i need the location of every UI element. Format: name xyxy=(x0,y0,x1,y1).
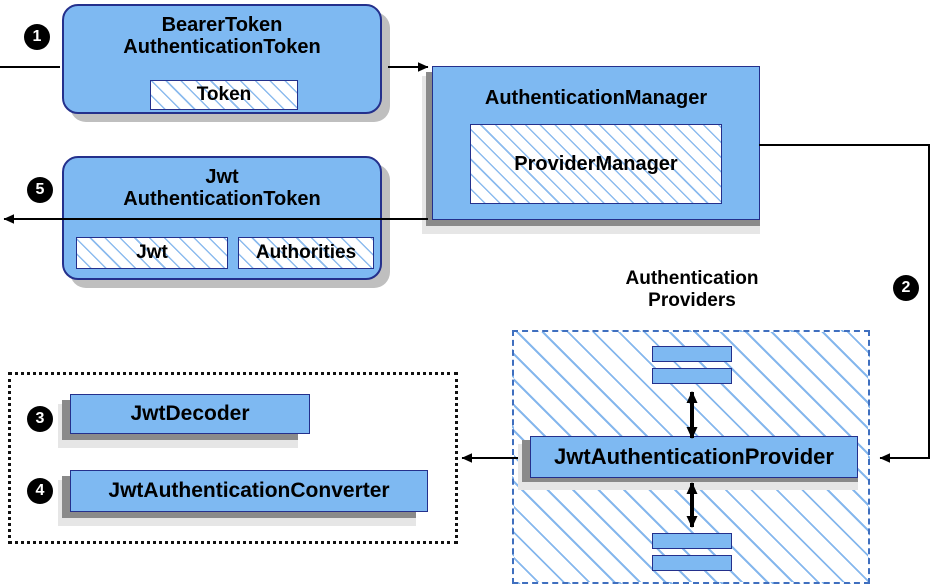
provider-stub-top-2 xyxy=(652,368,732,384)
provider-stub-bottom-1 xyxy=(652,533,732,549)
jwt-label: Jwt xyxy=(136,242,168,263)
authorities-label: Authorities xyxy=(255,242,357,263)
group-label-line2: Providers xyxy=(648,289,736,311)
step-badge-5: 5 xyxy=(27,177,53,203)
jwt-authentication-converter-title: JwtAuthenticationConverter xyxy=(108,479,390,503)
jwt-token-title-line2: AuthenticationToken xyxy=(123,188,321,211)
step-badge-2-label: 2 xyxy=(901,279,911,296)
bearer-token-title-line2: AuthenticationToken xyxy=(123,36,321,59)
jwt-token-inner-jwt: Jwt xyxy=(76,237,228,269)
step-badge-3: 3 xyxy=(27,406,53,432)
step-badge-5-label: 5 xyxy=(35,181,45,198)
step-badge-3-label: 3 xyxy=(35,410,45,427)
bearer-token-inner-token: Token xyxy=(150,80,298,110)
jwt-token-inner-authorities: Authorities xyxy=(238,237,374,269)
jwt-decoder-title: JwtDecoder xyxy=(130,402,250,426)
provider-stub-top-1 xyxy=(652,346,732,362)
provider-manager-inner: ProviderManager xyxy=(470,124,722,204)
bearer-token-title-line1: BearerToken xyxy=(161,14,283,36)
step-badge-1-label: 1 xyxy=(32,28,42,45)
jwt-authentication-converter-card[interactable]: JwtAuthenticationConverter xyxy=(70,470,428,512)
step-badge-4-label: 4 xyxy=(35,482,45,499)
authentication-manager-title: AuthenticationManager xyxy=(484,87,708,109)
provider-manager-label: ProviderManager xyxy=(514,152,678,175)
step-badge-1: 1 xyxy=(24,24,50,50)
jwt-decoder-card[interactable]: JwtDecoder xyxy=(70,394,310,434)
step-badge-2: 2 xyxy=(893,275,919,301)
jwt-support-group xyxy=(8,372,458,544)
token-label: Token xyxy=(196,84,252,105)
authentication-providers-label: Authentication Providers xyxy=(577,268,807,312)
provider-stub-bottom-2 xyxy=(652,555,732,571)
jwt-authentication-provider-title: JwtAuthenticationProvider xyxy=(554,443,834,469)
step-badge-4: 4 xyxy=(27,478,53,504)
jwt-authentication-provider-card[interactable]: JwtAuthenticationProvider xyxy=(530,436,858,478)
jwt-token-title-line1: Jwt xyxy=(205,166,239,188)
group-label-line1: Authentication xyxy=(625,268,759,289)
